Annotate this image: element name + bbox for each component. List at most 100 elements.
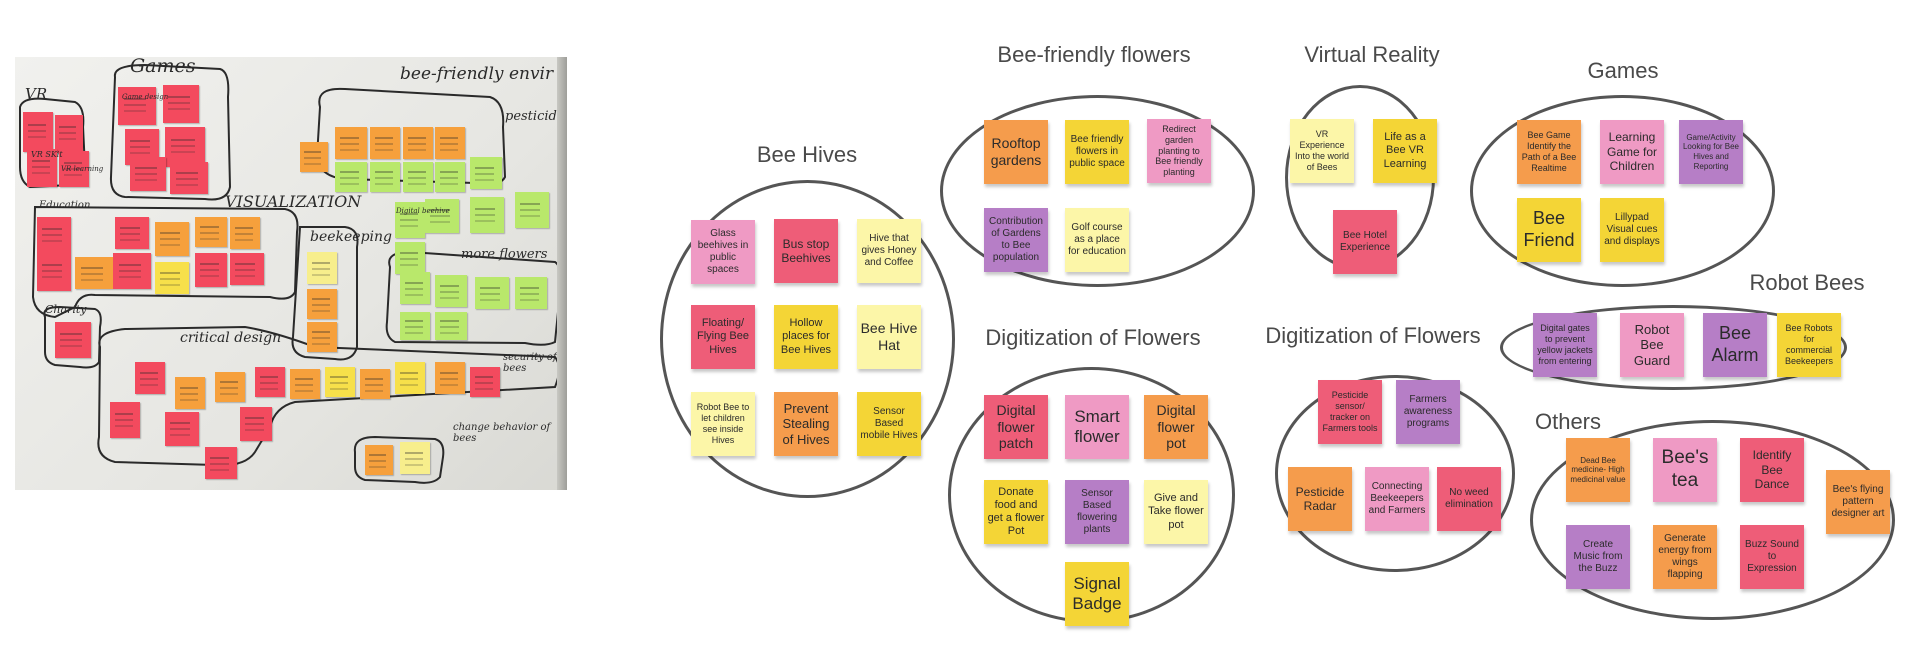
photo-sticky-note: [118, 87, 156, 125]
photo-sticky-note: [400, 312, 430, 340]
photo-sticky-note: [113, 253, 151, 289]
photo-label: Digital beehive: [396, 207, 450, 215]
sticky-note: Lillypad Visual cues and displays: [1600, 198, 1664, 262]
photo-label: security of bees: [503, 352, 557, 374]
sticky-note: Game/Activity Looking for Bee Hives and …: [1679, 120, 1743, 184]
photo-label: VR learning: [61, 165, 104, 173]
photo-sticky-note: [290, 369, 320, 399]
sticky-note: Pesticide sensor/ tracker on Farmers too…: [1318, 380, 1382, 444]
sticky-note: Hive that gives Honey and Coffee: [857, 219, 921, 283]
photo-sticky-note: [403, 127, 433, 159]
sticky-note: Prevent Stealing of Hives: [774, 392, 838, 456]
sticky-note: Bee Game Identify the Path of a Bee Real…: [1517, 120, 1581, 184]
photo-label: pesticide: [505, 109, 565, 124]
sticky-note: Donate food and get a flower Pot: [984, 480, 1048, 544]
photo-label: change behavior of bees: [453, 422, 551, 444]
sticky-note: Digital flower pot: [1144, 395, 1208, 459]
sticky-note: Signal Badge: [1065, 562, 1129, 626]
photo-sticky-note: [255, 367, 285, 397]
photo-sticky-note: [403, 162, 433, 192]
sticky-note: Learning Game for Children: [1600, 120, 1664, 184]
photo-label: Education: [39, 200, 91, 211]
sticky-note: Create Music from the Buzz: [1566, 525, 1630, 589]
sticky-note: Give and Take flower pot: [1144, 480, 1208, 544]
sticky-note: Dead Bee medicine- High medicinal value: [1566, 438, 1630, 502]
sticky-note: Bee's tea: [1653, 438, 1717, 502]
photo-label: VR SKit: [31, 150, 63, 159]
sticky-note: Digital flower patch: [984, 395, 1048, 459]
photo-sticky-note: [470, 367, 500, 397]
photo-sticky-note: [195, 217, 227, 247]
photo-sticky-note: [175, 377, 205, 409]
photo-label: bee-friendly envir: [400, 64, 554, 84]
sticky-note: Bee Hive Hat: [857, 305, 921, 369]
sticky-note: VR Experience Into the world of Bees: [1290, 119, 1354, 183]
photo-sticky-note: [370, 162, 400, 192]
photo-sticky-note: [115, 217, 149, 249]
sticky-note: Bee Robots for commercial Beekeepers: [1777, 313, 1841, 377]
cluster-title-games: Games: [1587, 58, 1659, 83]
bee-hives-ring: [660, 180, 955, 498]
photo-sticky-note: [307, 289, 337, 319]
sticky-note: Golf course as a place for education: [1065, 208, 1129, 272]
photo-sticky-note: [155, 222, 189, 256]
photo-sticky-note: [75, 257, 113, 289]
photo-sticky-note: [165, 127, 205, 167]
photo-label: beekeeping: [310, 229, 393, 245]
sticky-note: Sensor Based mobile Hives: [857, 392, 921, 456]
photo-sticky-note: [165, 412, 199, 446]
photo-sticky-note: [335, 162, 367, 192]
photo-sticky-note: [515, 192, 549, 228]
photo-sticky-note: [307, 322, 337, 352]
photo-sticky-note: [195, 253, 227, 287]
sticky-note: Bus stop Beehives: [774, 219, 838, 283]
cluster-title-robot-bees: Robot Bees: [1749, 270, 1865, 295]
cluster-title-bee-friendly-flowers: Bee-friendly flowers: [997, 42, 1191, 67]
photo-sticky-note: [37, 217, 71, 253]
whiteboard-photo: Games bee-friendly envir VR VR SKit VR l…: [15, 57, 567, 490]
photo-sticky-note: [360, 369, 390, 399]
photo-sticky-note: [230, 253, 264, 285]
photo-sticky-note: [335, 127, 367, 159]
photo-sticky-note: [400, 272, 430, 304]
photo-sticky-note: [55, 322, 91, 358]
sticky-note: Farmers awareness programs: [1396, 380, 1460, 444]
sticky-note: Identify Bee Dance: [1740, 438, 1804, 502]
photo-sticky-note: [23, 112, 53, 152]
sticky-note: Redirect garden planting to Bee friendly…: [1147, 119, 1211, 183]
photo-sticky-note: [435, 362, 465, 394]
sticky-note: Contribution of Gardens to Bee populatio…: [984, 208, 1048, 272]
sticky-note: Bee friendly flowers in public space: [1065, 120, 1129, 184]
photo-sticky-note: [395, 362, 425, 394]
photo-sticky-note: [55, 115, 83, 153]
cluster-title-digitization-flowers-2: Digitization of Flowers: [1265, 323, 1481, 348]
sticky-note: Smart flower: [1065, 395, 1129, 459]
photo-sticky-note: [205, 447, 237, 479]
photo-sticky-note: [365, 445, 393, 475]
sticky-note: Bee Friend: [1517, 198, 1581, 262]
photo-label: VR: [25, 85, 48, 103]
photo-label: critical design: [180, 330, 282, 346]
photo-sticky-note: [435, 127, 465, 159]
sticky-note: Robot Bee Guard: [1620, 313, 1684, 377]
sticky-note: Bee's flying pattern designer art: [1826, 470, 1890, 534]
photo-sticky-note: [370, 127, 400, 159]
photo-sticky-note: [435, 312, 467, 340]
photo-label: Charity: [45, 303, 87, 316]
photo-sticky-note: [110, 402, 140, 438]
sticky-note: Floating/ Flying Bee Hives: [691, 305, 755, 369]
games-ring: [1470, 95, 1775, 287]
sticky-note: Buzz Sound to Expression: [1740, 525, 1804, 589]
photo-sticky-note: [130, 157, 166, 191]
photo-sticky-note: [425, 199, 459, 233]
bee-friendly-flowers-ring: [940, 95, 1255, 287]
photo-sticky-note: [230, 217, 260, 249]
photo-sticky-note: [59, 151, 89, 187]
sticky-note: Bee Alarm: [1703, 313, 1767, 377]
sticky-note: Hollow places for Bee Hives: [774, 305, 838, 369]
photo-sticky-note: [170, 162, 208, 194]
sticky-note: Generate energy from wings flapping: [1653, 525, 1717, 589]
cluster-title-others: Others: [1534, 409, 1602, 434]
photo-sticky-note: [515, 277, 547, 309]
sticky-note: Bee Hotel Experience: [1333, 210, 1397, 274]
